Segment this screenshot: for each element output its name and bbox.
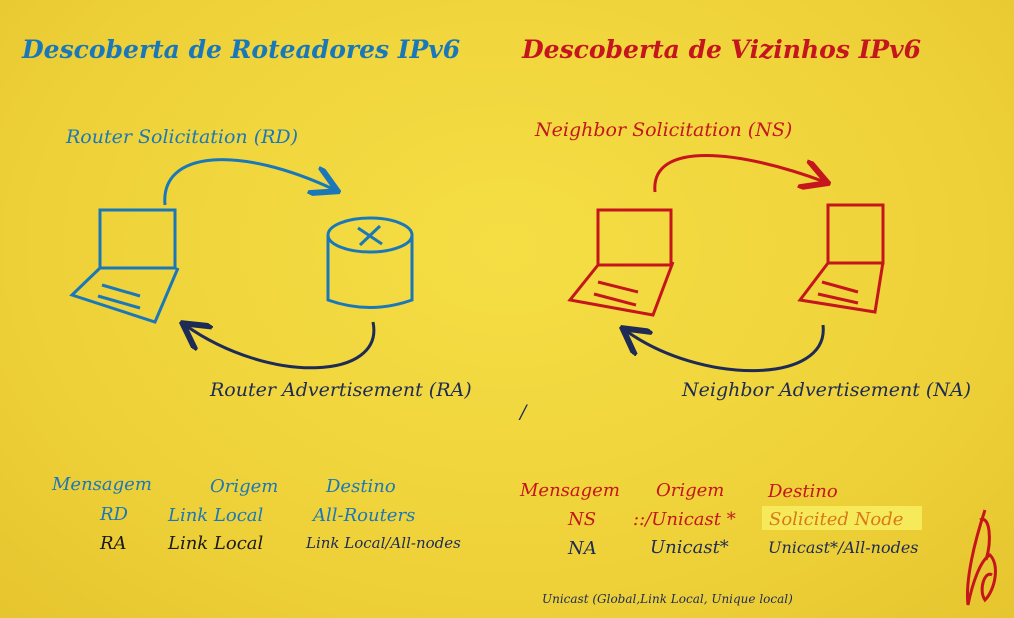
table-cell: Unicast* <box>650 537 729 558</box>
unicast-footnote: Unicast (Global,Link Local, Unique local… <box>542 592 793 606</box>
neighbor-solicitation-label: Neighbor Solicitation (NS) <box>534 119 792 141</box>
laptop-icon <box>69 208 180 324</box>
neighbor-discovery-title: Descoberta de Vizinhos IPv6 <box>521 35 921 64</box>
table-header: Destino <box>767 481 838 502</box>
router-icon <box>326 216 414 309</box>
laptop-icon <box>797 203 885 314</box>
neighbor-message-table: Mensagem Origem Destino NS ::/Unicast * … <box>519 480 922 559</box>
neighbor-advertisement-label: Neighbor Advertisement (NA) <box>681 379 971 401</box>
table-cell: Solicited Node <box>769 509 903 530</box>
table-cell: NS <box>567 509 596 530</box>
table-header: Origem <box>656 480 724 501</box>
router-discovery-title: Descoberta de Roteadores IPv6 <box>21 35 460 64</box>
table-cell: RA <box>99 533 127 554</box>
solicitation-arrow <box>163 158 335 206</box>
table-header: Mensagem <box>519 480 620 501</box>
table-cell: Link Local/All-nodes <box>305 534 461 552</box>
table-cell: Link Local <box>167 533 264 554</box>
table-header: Origem <box>210 476 278 497</box>
router-advertisement-label: Router Advertisement (RA) <box>209 379 472 401</box>
stray-mark: / <box>518 401 528 423</box>
table-cell: Link Local <box>167 505 264 526</box>
router-solicitation-label: Router Solicitation (RD) <box>65 126 298 148</box>
table-cell: Unicast*/All-nodes <box>768 538 919 557</box>
table-cell: All-Routers <box>311 505 415 526</box>
router-message-table: Mensagem Origem Destino RD Link Local Al… <box>51 474 461 554</box>
neighbor-solicitation-arrow <box>653 154 825 193</box>
table-cell: RD <box>99 504 129 525</box>
table-header: Mensagem <box>51 474 152 495</box>
table-cell: NA <box>567 538 597 559</box>
neighbor-advertisement-arrow <box>625 325 825 373</box>
highlight-mark <box>762 506 922 530</box>
signature-mark <box>965 509 997 606</box>
table-header: Destino <box>325 476 396 497</box>
table-cell: ::/Unicast * <box>633 509 736 530</box>
advertisement-arrow <box>185 322 376 370</box>
laptop-icon <box>567 208 675 317</box>
